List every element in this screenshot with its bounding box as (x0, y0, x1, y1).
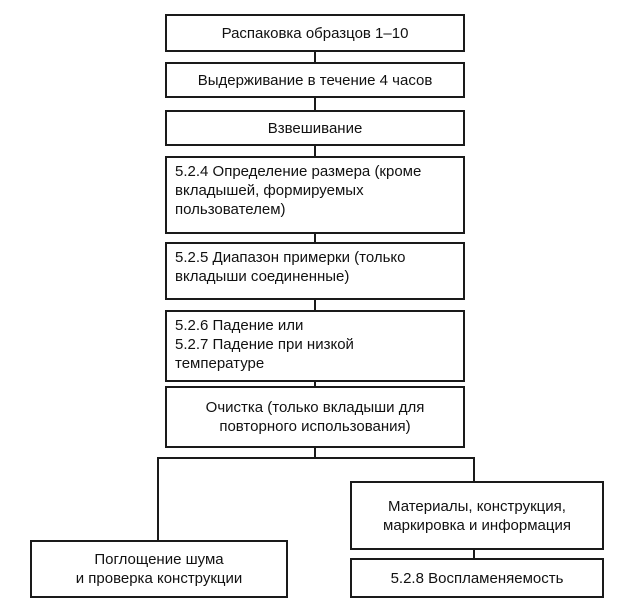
connector-to-left-branch (157, 457, 159, 542)
connector-2-3 (314, 96, 316, 112)
step-drop: 5.2.6 Падение или 5.2.7 Падение при низк… (165, 310, 465, 382)
connector-5-6 (314, 298, 316, 312)
connector-6-7 (314, 380, 316, 388)
step-weighing: Взвешивание (165, 110, 465, 146)
step-fitting-range: 5.2.5 Диапазон примерки (только вкладыши… (165, 242, 465, 300)
connector-1-2 (314, 50, 316, 64)
branch-horizontal (158, 457, 474, 459)
connector-7-split (314, 446, 316, 458)
step-size-determination: 5.2.4 Определение размера (кроме вкладыш… (165, 156, 465, 234)
step-flammability: 5.2.8 Воспламеняемость (350, 558, 604, 598)
step-materials-marking: Материалы, конструкция, маркировка и инф… (350, 481, 604, 550)
step-unpacking: Распаковка образцов 1–10 (165, 14, 465, 52)
connector-3-4 (314, 144, 316, 158)
step-conditioning: Выдерживание в течение 4 часов (165, 62, 465, 98)
connector-to-right-branch (473, 457, 475, 483)
step-cleaning: Очистка (только вкладыши для повторного … (165, 386, 465, 448)
step-noise-absorption: Поглощение шума и проверка конструкции (30, 540, 288, 598)
connector-right-1-2 (473, 548, 475, 560)
connector-4-5 (314, 232, 316, 244)
